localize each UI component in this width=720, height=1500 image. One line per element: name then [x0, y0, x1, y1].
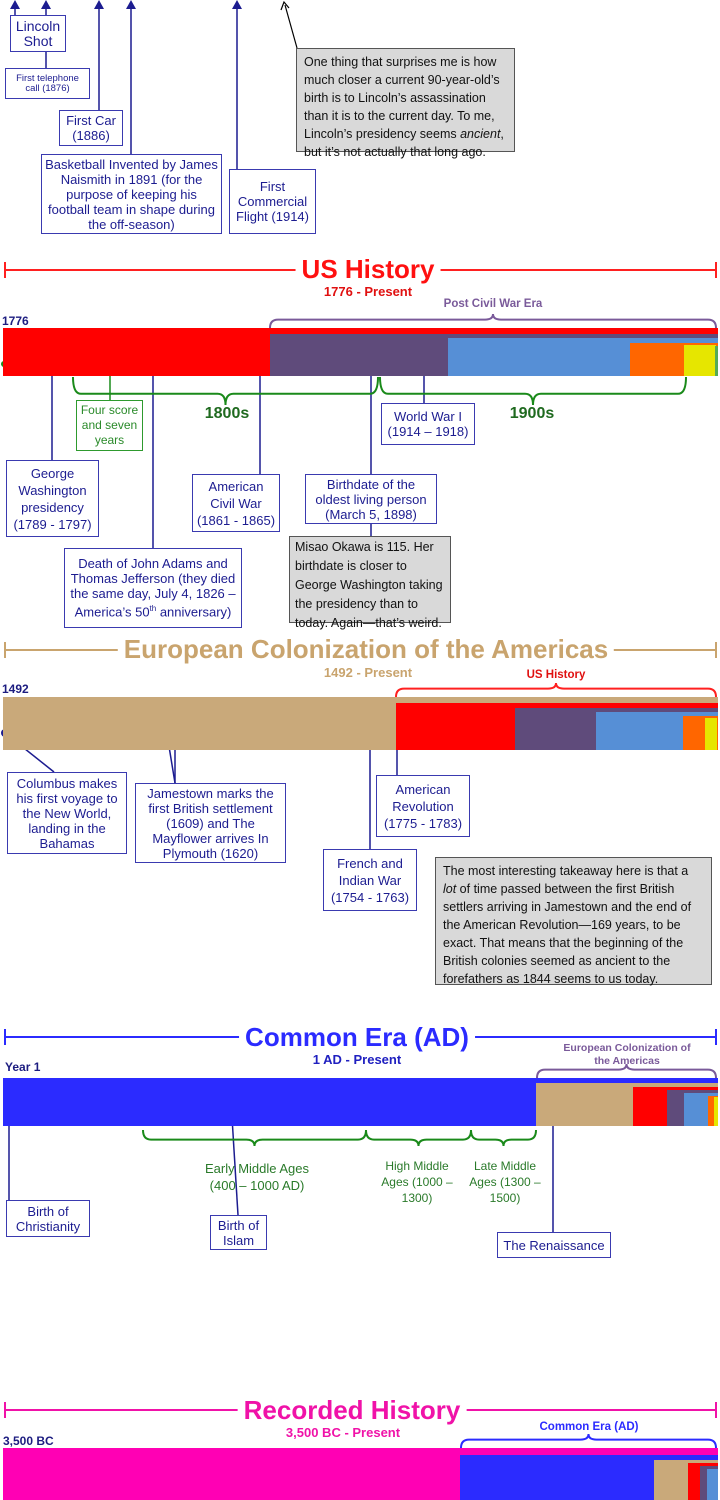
segment-yellow — [705, 718, 717, 750]
lincoln-shot-box: Lincoln Shot — [10, 15, 66, 52]
segment-yellow — [684, 345, 716, 376]
ce-start-label: Year 1 — [5, 1060, 41, 1074]
european-bracket — [536, 1063, 717, 1079]
christianity-box: Birth of Christianity — [6, 1200, 90, 1237]
recorded-history-title: Recorded History — [237, 1395, 467, 1425]
wwi-box: World War I (1914 – 1918) — [381, 403, 475, 445]
washington-box: George Washington presidency (1789 - 179… — [6, 460, 99, 537]
flight-box: First Commercial Flight (1914) — [229, 169, 316, 234]
common-era-subtitle: 1 AD - Present — [312, 1052, 402, 1067]
us-history-bracket-label: US History — [526, 669, 586, 681]
adams-jefferson-box: Death of John Adams and Thomas Jefferson… — [64, 548, 242, 628]
eu-start-label: 1492 — [2, 682, 29, 696]
segment-green — [715, 346, 718, 376]
brace-1800s — [72, 376, 379, 406]
post-civil-war-label: Post Civil War Era — [443, 298, 543, 310]
late-middle-ages-label: Late Middle Ages (1300 – 1500) — [469, 1159, 541, 1205]
brace-1800s-label: 1800s — [204, 405, 250, 422]
post-civil-war-bracket — [269, 313, 717, 329]
arrow-head-icon — [41, 0, 51, 9]
brace-1900s-label: 1900s — [509, 405, 555, 422]
rh-start-label: 3,500 BC — [3, 1434, 54, 1448]
european-colonization-subtitle: 1492 - Present — [323, 665, 413, 680]
us-history-bracket — [395, 682, 717, 698]
brace-high-middle-ages — [365, 1129, 472, 1147]
telephone-box: First telephone call (1876) — [5, 68, 90, 99]
renaissance-box: The Renaissance — [497, 1232, 611, 1258]
us-history-title: US History — [295, 254, 441, 284]
segment-orange — [708, 1096, 718, 1126]
arrow-head-icon — [126, 0, 136, 9]
us-start-label: 1776 — [2, 314, 29, 328]
european-bracket-label: European Colonization of the Americas — [563, 1042, 691, 1067]
early-middle-ages-label: Early Middle Ages (400 – 1000 AD) — [204, 1161, 310, 1193]
arrow-head-icon — [94, 0, 104, 9]
french-indian-war-box: French and Indian War (1754 - 1763) — [323, 849, 417, 911]
brace-1900s — [379, 376, 687, 406]
european-colonization-title: European Colonization of the Americas — [117, 634, 615, 664]
civil-war-box: American Civil War (1861 - 1865) — [192, 474, 280, 532]
arrow-head-icon — [280, 0, 290, 11]
high-middle-ages-label: High Middle Ages (1000 – 1300) — [381, 1159, 453, 1205]
four-score-box: Four score and seven years — [76, 400, 143, 451]
brace-late-middle-ages — [470, 1129, 537, 1147]
note-arrow — [284, 4, 298, 49]
common-era-title: Common Era (AD) — [239, 1022, 475, 1052]
common-era-bracket-label: Common Era (AD) — [539, 1421, 639, 1433]
arrow-head-icon — [10, 0, 20, 9]
common-era-bracket — [460, 1433, 717, 1449]
revolution-box: American Revolution (1775 - 1783) — [376, 775, 470, 837]
recorded-history-subtitle: 3,500 BC - Present — [285, 1425, 401, 1440]
jamestown-note: The most interesting takeaway here is th… — [435, 857, 712, 986]
columbus-box: Columbus makes his first voyage to the N… — [7, 772, 127, 854]
us-history-subtitle: 1776 - Present — [323, 284, 413, 299]
segment-lightblue — [707, 1469, 718, 1500]
arrow-head-icon — [232, 0, 242, 9]
islam-box: Birth of Islam — [210, 1215, 267, 1250]
first-car-box: First Car (1886) — [59, 110, 123, 146]
lincoln-note: One thing that surprises me is how much … — [296, 48, 515, 159]
basketball-box: Basketball Invented by James Naismith in… — [41, 154, 222, 234]
brace-early-middle-ages — [142, 1129, 367, 1147]
segment-yellow — [714, 1097, 718, 1126]
jamestown-box: Jamestown marks the first British settle… — [135, 783, 286, 863]
oldest-person-box: Birthdate of the oldest living person (M… — [305, 474, 437, 524]
okawa-note: Misao Okawa is 115. Her birthdate is clo… — [289, 536, 451, 630]
